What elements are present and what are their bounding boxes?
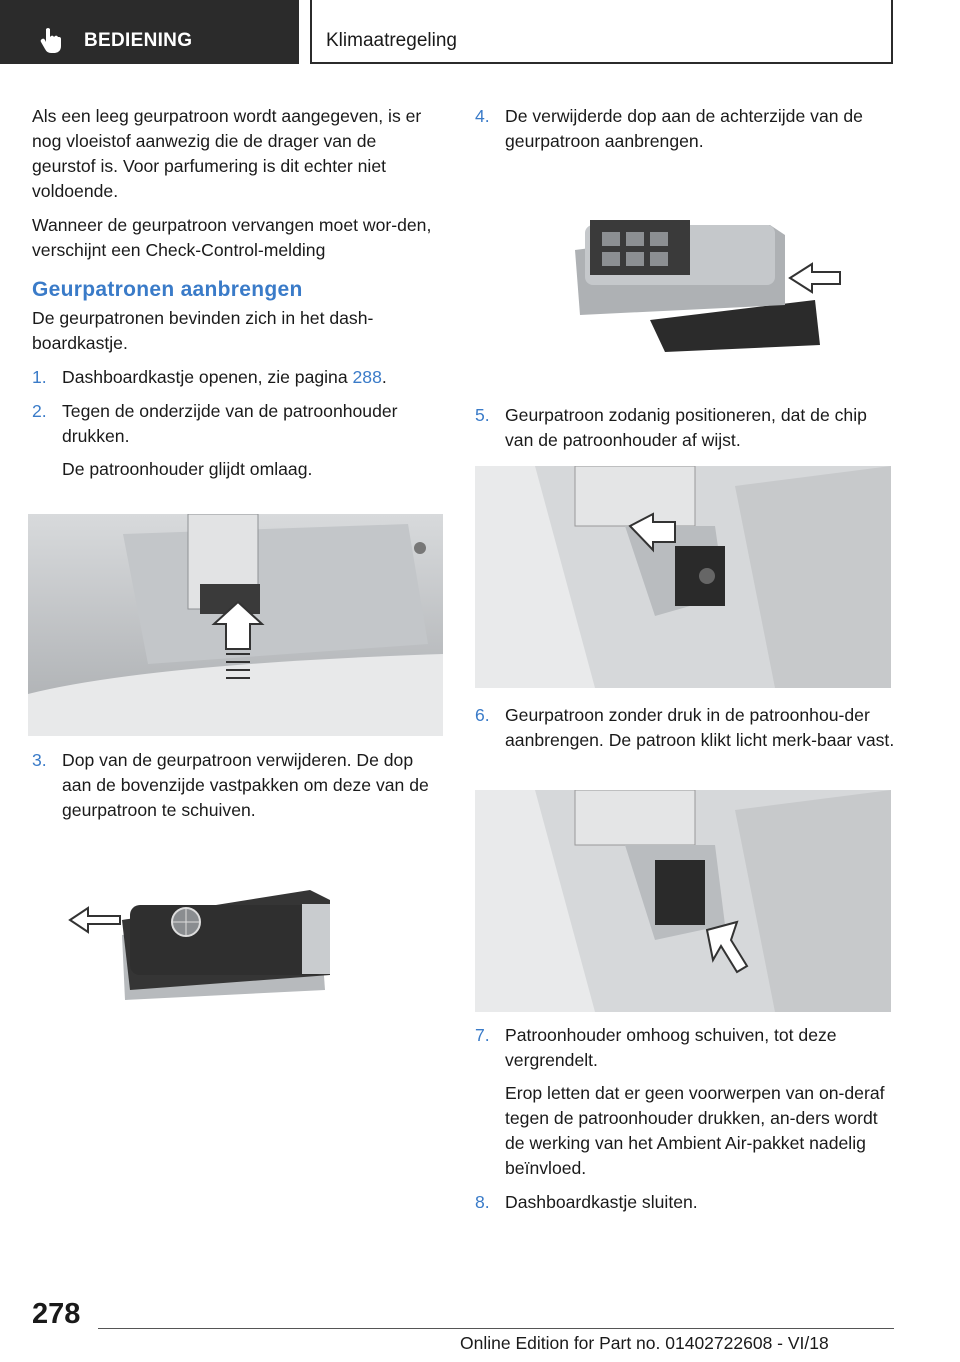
step-number: 4. (475, 106, 490, 126)
figure-cap-removal (68, 890, 330, 1000)
step-text: Dop van de geurpatroon verwijderen. De d… (62, 750, 429, 820)
figure-cap-attach (575, 220, 841, 352)
step-number: 8. (475, 1192, 490, 1212)
step-text: Dashboardkastje openen, zie pagina (62, 367, 353, 387)
step-text: Dashboardkastje sluiten. (505, 1192, 698, 1212)
page-link[interactable]: 288 (352, 367, 382, 387)
chapter-title-box: Klimaatregeling (310, 0, 893, 64)
step-5-block: 5. Geurpatroon zodanig positioneren, dat… (475, 403, 895, 462)
step-text: Tegen de onderzijde van de patroonhouder… (62, 401, 398, 446)
step-4: 4. De verwijderde dop aan de achterzijde… (475, 104, 895, 154)
step-text: De verwijderde dop aan de achterzijde va… (505, 106, 863, 151)
heading-text: De geurpatronen bevinden zich in het das… (32, 308, 374, 353)
section-heading: Geurpatronen aanbrengen (32, 278, 303, 301)
intro-paragraph-2: Wanneer de geurpatroon vervangen moet wo… (32, 215, 432, 260)
step-3-block: 3. Dop van de geurpatroon verwijderen. D… (32, 748, 444, 832)
step-number: 6. (475, 705, 490, 725)
step-1: 1. Dashboardkastje openen, zie pagina 28… (32, 365, 444, 390)
step-6-block: 6. Geurpatroon zonder druk in de patroon… (475, 703, 895, 762)
step-5: 5. Geurpatroon zodanig positioneren, dat… (475, 403, 895, 453)
footer-edition: Online Edition for Part no. 01402722608 … (460, 1333, 829, 1353)
step-number: 2. (32, 401, 47, 421)
step-number: 1. (32, 367, 47, 387)
step-2: 2. Tegen de onderzijde van de patroonhou… (32, 399, 444, 482)
chapter-title: Klimaatregeling (326, 30, 457, 51)
step-punct: . (381, 367, 387, 387)
step-number: 7. (475, 1025, 490, 1045)
footer-divider (98, 1328, 894, 1329)
step-note: Erop letten dat er geen voorwerpen van o… (505, 1083, 885, 1178)
step-text: Patroonhouder omhoog schuiven, tot deze … (505, 1025, 837, 1070)
intro-paragraph-1: Als een leeg geurpatroon wordt aangegeve… (32, 106, 422, 201)
step-4-block: 4. De verwijderde dop aan de achterzijde… (475, 104, 895, 163)
step-6: 6. Geurpatroon zonder druk in de patroon… (475, 703, 895, 753)
section-label: BEDIENING (84, 30, 193, 51)
hand-pointer-icon (40, 28, 61, 53)
step-text: Geurpatroon zodanig positioneren, dat de… (505, 405, 867, 450)
figure-insert-cartridge (475, 790, 891, 1012)
steps-7-8-block: 7. Patroonhouder omhoog schuiven, tot de… (475, 1023, 895, 1224)
step-number: 3. (32, 750, 47, 770)
step-note: De patroonhouder glijdt omlaag. (62, 459, 313, 479)
section-tab: BEDIENING (0, 0, 299, 64)
figure-position-cartridge (475, 466, 891, 688)
step-7: 7. Patroonhouder omhoog schuiven, tot de… (475, 1023, 895, 1181)
step-3: 3. Dop van de geurpatroon verwijderen. D… (32, 748, 444, 823)
step-number: 5. (475, 405, 490, 425)
left-column: Als een leeg geurpatroon wordt aangegeve… (32, 104, 444, 491)
figure-holder-push (28, 514, 443, 736)
page-number: 278 (32, 1298, 81, 1330)
step-text: Geurpatroon zonder druk in de patroonhou… (505, 705, 895, 750)
step-8: 8. Dashboardkastje sluiten. (475, 1190, 895, 1215)
